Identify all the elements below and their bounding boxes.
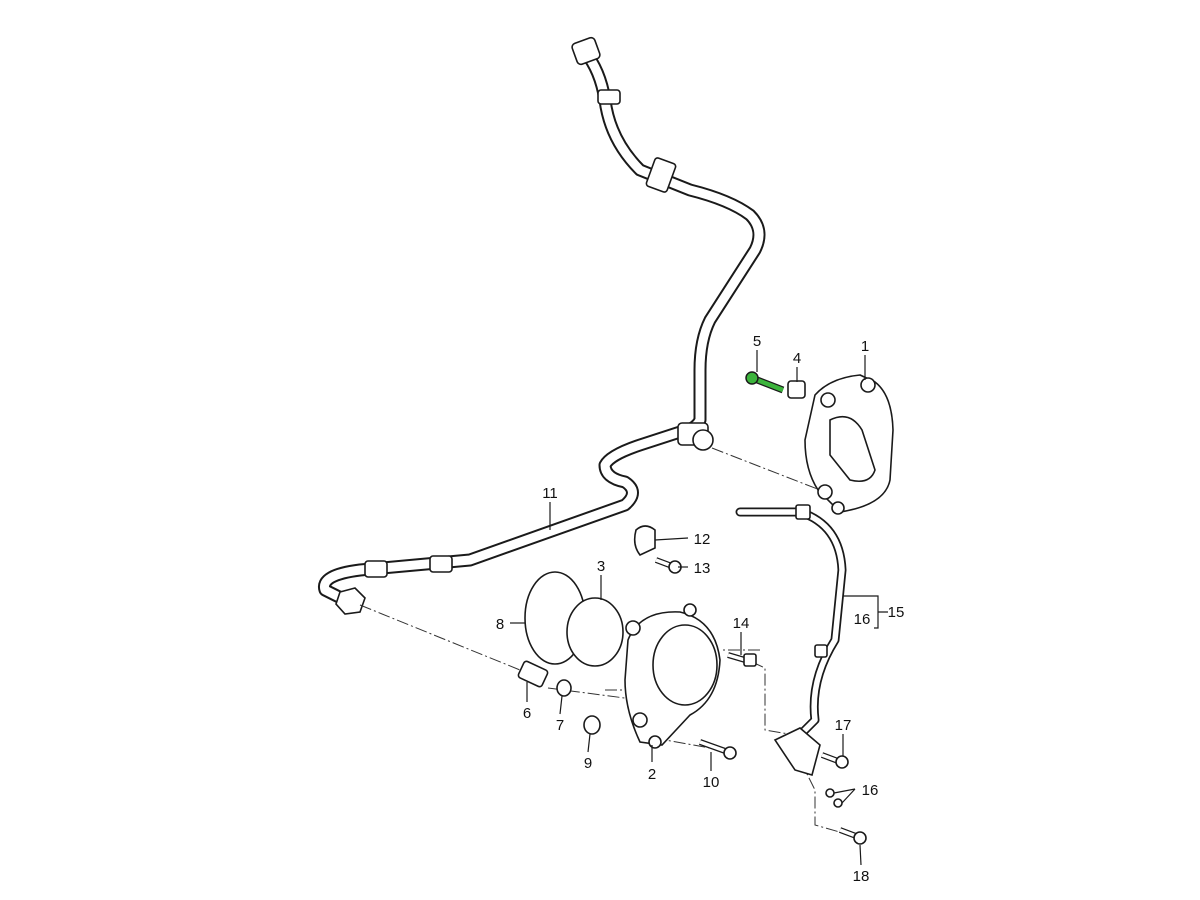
hose-part-15[interactable]	[735, 504, 847, 776]
callout-11[interactable]: 11	[542, 485, 558, 502]
seal-ring-part-7[interactable]	[556, 679, 572, 697]
callout-6[interactable]: 6	[523, 705, 531, 722]
vacuum-pump-part-2[interactable]	[624, 603, 721, 749]
o-ring-part-3[interactable]	[566, 597, 624, 667]
fitting-part-6[interactable]	[517, 660, 549, 688]
callout-5[interactable]: 5	[753, 333, 761, 350]
seal-ring-part-9[interactable]	[583, 715, 601, 735]
callout-18[interactable]: 18	[853, 868, 870, 885]
bolt-part-13[interactable]	[654, 557, 682, 574]
callout-16-hose[interactable]: 16	[854, 611, 871, 628]
bolt-part-18[interactable]	[838, 827, 867, 845]
callout-17[interactable]: 17	[835, 717, 852, 734]
callout-3[interactable]: 3	[597, 558, 605, 575]
leader-lines	[510, 350, 888, 866]
callout-8[interactable]: 8	[496, 616, 504, 633]
callout-14[interactable]: 14	[733, 615, 750, 632]
ring-part-16a[interactable]	[825, 788, 835, 798]
callout-9[interactable]: 9	[584, 755, 592, 772]
callout-7[interactable]: 7	[556, 717, 564, 734]
sleeve-part-4[interactable]	[787, 380, 806, 399]
vacuum-line-11[interactable]	[318, 36, 766, 615]
clip-part-12[interactable]	[633, 525, 656, 556]
fitting-part-14[interactable]	[727, 652, 757, 667]
callout-1[interactable]: 1	[861, 338, 869, 355]
callout-2[interactable]: 2	[648, 766, 656, 783]
callout-10[interactable]: 10	[703, 774, 720, 791]
bolt-part-17[interactable]	[820, 752, 849, 769]
callout-4[interactable]: 4	[793, 350, 801, 367]
bolt-part-5-highlighted[interactable]	[745, 371, 785, 394]
callout-12[interactable]: 12	[694, 531, 711, 548]
callout-labels: 1 2 3 4 5 6 7 8 9 10 11 12 13 14 15 16 1…	[496, 333, 905, 885]
housing-part-1[interactable]	[804, 374, 894, 515]
callout-16-rings[interactable]: 16	[862, 782, 879, 799]
ring-part-16b[interactable]	[833, 798, 843, 808]
callout-15[interactable]: 15	[888, 604, 905, 621]
callout-13[interactable]: 13	[694, 560, 711, 577]
bolt-part-10[interactable]	[698, 739, 737, 760]
